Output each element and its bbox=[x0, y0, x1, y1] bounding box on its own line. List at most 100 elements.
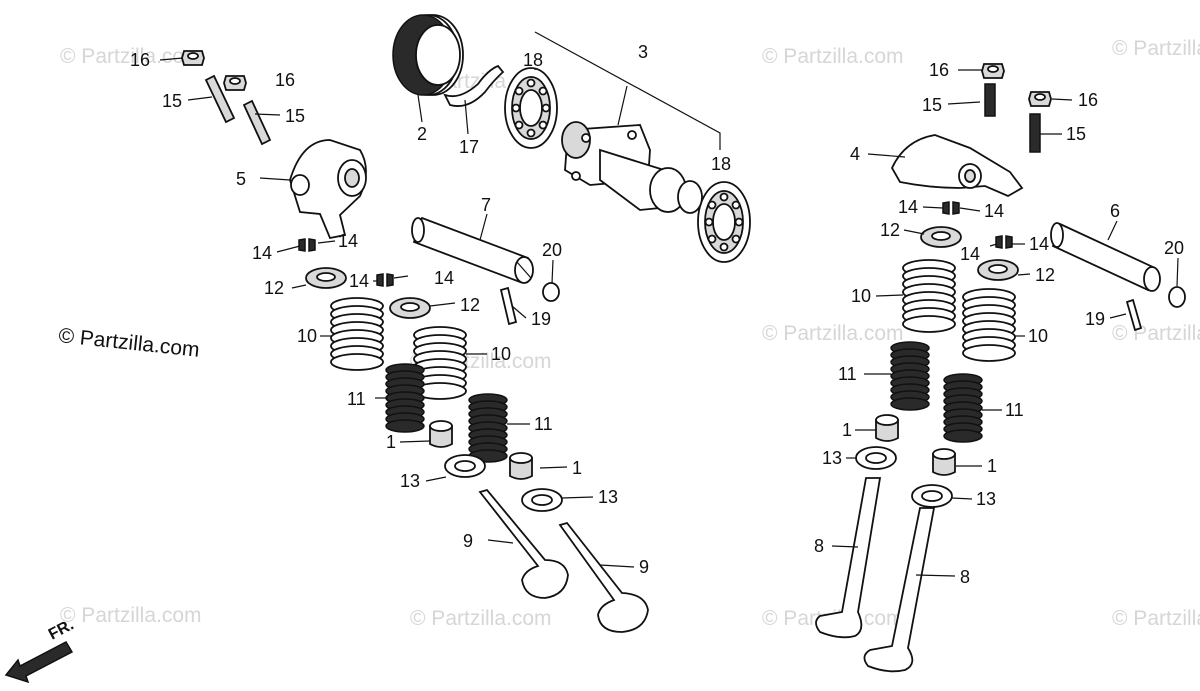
valve-stem-seal bbox=[429, 420, 453, 448]
rocker-shaft bbox=[1050, 222, 1161, 292]
adjusting-screw bbox=[204, 74, 236, 124]
callout-17: 17 bbox=[459, 137, 479, 157]
watermark: © Partzilla.com bbox=[60, 45, 202, 68]
spring-retainer bbox=[389, 297, 431, 319]
callout-5: 5 bbox=[236, 169, 246, 189]
callout-3: 3 bbox=[638, 42, 648, 62]
callout-14: 14 bbox=[960, 244, 980, 264]
callout-12: 12 bbox=[264, 278, 284, 298]
callout-11: 11 bbox=[534, 414, 553, 434]
camshaft-bearing bbox=[697, 181, 751, 263]
callout-2: 2 bbox=[417, 124, 427, 144]
callout-19: 19 bbox=[1085, 309, 1105, 329]
callout-13: 13 bbox=[400, 471, 420, 491]
adjusting-nut bbox=[1028, 91, 1052, 107]
callout-11: 11 bbox=[347, 389, 366, 409]
cam-sprocket bbox=[392, 14, 464, 96]
dowel-pin bbox=[1125, 298, 1143, 332]
valve-cotter bbox=[995, 235, 1013, 249]
callout-12: 12 bbox=[1035, 265, 1055, 285]
callout-14: 14 bbox=[252, 243, 272, 263]
spring-seat-washer bbox=[444, 454, 486, 478]
adjusting-nut bbox=[223, 75, 247, 91]
camshaft bbox=[561, 121, 703, 214]
watermark: © Partzilla.com bbox=[60, 604, 202, 627]
callout-1: 1 bbox=[572, 458, 582, 478]
exhaust-valve bbox=[478, 488, 569, 599]
callout-8: 8 bbox=[960, 567, 970, 587]
callout-13: 13 bbox=[598, 487, 618, 507]
spring-retainer bbox=[305, 267, 347, 289]
callout-14: 14 bbox=[898, 197, 918, 217]
callout-1: 1 bbox=[386, 432, 396, 452]
callout-14: 14 bbox=[984, 201, 1004, 221]
intake-valve bbox=[815, 477, 882, 639]
callout-16: 16 bbox=[275, 70, 295, 90]
leader-lines bbox=[159, 31, 1179, 577]
camshaft-bearing bbox=[504, 67, 558, 149]
callout-1: 1 bbox=[987, 456, 997, 476]
spring-seat-washer bbox=[855, 446, 897, 470]
adjusting-screw bbox=[984, 83, 996, 117]
outer-valve-spring bbox=[902, 259, 956, 333]
valve-stem-seal bbox=[875, 414, 899, 442]
callout-16: 16 bbox=[1078, 90, 1098, 110]
callout-11: 11 bbox=[838, 364, 857, 384]
valve-cotter bbox=[942, 201, 960, 215]
dowel-pin bbox=[499, 286, 518, 326]
callout-7: 7 bbox=[481, 195, 491, 215]
callout-labels: 16 16 15 15 5 14 14 12 10 11 1 13 9 14 1… bbox=[130, 42, 1184, 587]
callout-1: 1 bbox=[842, 420, 852, 440]
watermark: © Partzilla.com bbox=[1112, 37, 1200, 60]
adjusting-nut bbox=[181, 50, 205, 66]
callout-9: 9 bbox=[463, 531, 473, 551]
callout-14: 14 bbox=[338, 231, 358, 251]
callout-10: 10 bbox=[851, 286, 871, 306]
callout-14: 14 bbox=[434, 268, 454, 288]
o-ring bbox=[542, 282, 560, 302]
callout-10: 10 bbox=[1028, 326, 1048, 346]
spring-seat-washer bbox=[521, 488, 563, 512]
callout-16: 16 bbox=[929, 60, 949, 80]
callout-15: 15 bbox=[922, 95, 942, 115]
callout-16: 16 bbox=[130, 50, 150, 70]
valve-stem-seal bbox=[509, 452, 533, 480]
adjusting-screw bbox=[1029, 113, 1041, 153]
rocker-arm bbox=[289, 139, 367, 240]
callout-20: 20 bbox=[542, 240, 562, 260]
copyright-text: © Partzilla.com bbox=[57, 324, 200, 362]
watermarks: © Partzilla.com © Partzilla.com © Partzi… bbox=[60, 37, 1200, 630]
rocker-arm bbox=[890, 134, 1024, 198]
exhaust-valve bbox=[558, 521, 649, 633]
callout-15: 15 bbox=[1066, 124, 1086, 144]
callout-8: 8 bbox=[814, 536, 824, 556]
rocker-shaft bbox=[411, 216, 534, 284]
o-ring bbox=[1168, 286, 1186, 308]
front-direction-arrow: FR. bbox=[4, 616, 77, 684]
callout-4: 4 bbox=[850, 144, 860, 164]
watermark: © Partzilla.com bbox=[1112, 607, 1200, 630]
callout-10: 10 bbox=[297, 326, 317, 346]
callout-6: 6 bbox=[1110, 201, 1120, 221]
watermark: © Partzilla.com bbox=[1112, 322, 1200, 345]
callout-11: 11 bbox=[1005, 400, 1024, 420]
callout-12: 12 bbox=[880, 220, 900, 240]
outer-valve-spring bbox=[962, 288, 1016, 362]
callout-12: 12 bbox=[460, 295, 480, 315]
valve-cotter bbox=[376, 273, 394, 287]
callout-13: 13 bbox=[976, 489, 996, 509]
callout-15: 15 bbox=[285, 106, 305, 126]
callout-13: 13 bbox=[822, 448, 842, 468]
callout-18: 18 bbox=[711, 154, 731, 174]
watermark: © Partzilla.com bbox=[410, 607, 552, 630]
watermark: © Partzilla.com bbox=[762, 322, 904, 345]
inner-valve-spring bbox=[943, 373, 983, 443]
intake-valve bbox=[863, 507, 936, 673]
spring-retainer bbox=[977, 259, 1019, 281]
callout-10: 10 bbox=[491, 344, 511, 364]
spring-seat-washer bbox=[911, 484, 953, 508]
callout-19: 19 bbox=[531, 309, 551, 329]
adjusting-screw bbox=[242, 99, 272, 146]
